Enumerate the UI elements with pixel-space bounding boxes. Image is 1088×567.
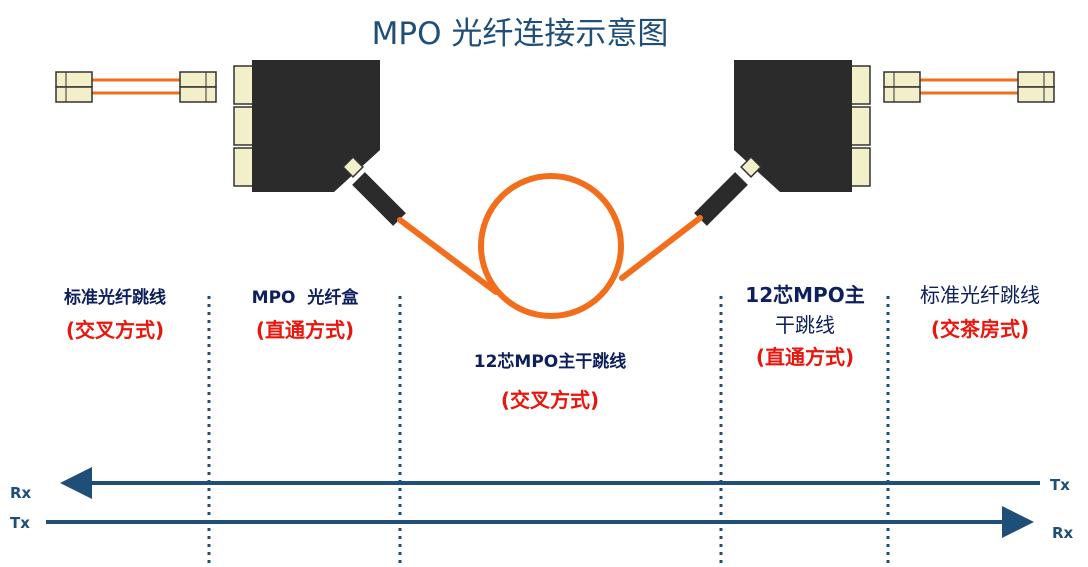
signal-label-top-right: Tx [1050,476,1070,494]
segment-5-label-group: 标准光纤跳线 (交茶房式) [900,283,1060,341]
left-patch-cord-icon [55,71,217,103]
segment-4-label-group: 12芯MPO主 干跳线 (直通方式) [730,283,880,369]
segment-5-mode: (交茶房式) [930,317,1030,341]
segment-4-mode: (直通方式) [755,345,855,369]
mpo-trunk-fiber-icon [397,173,703,319]
segment-1-label-group: 标准光纤跳线 (交叉方式) [40,288,190,342]
segment-1-label: 标准光纤跳线 [64,288,166,308]
segment-2-mode: (直通方式) [255,318,355,343]
right-patch-cord-icon [883,71,1055,103]
segment-2-label-group: MPO 光纤盒 (直通方式) [225,288,385,342]
segment-3-mode: (交叉方式) [500,388,600,413]
signal-label-bottom-right: Rx [1052,524,1074,542]
segment-4-label-line1: 12芯MPO主 [745,283,865,307]
left-mpo-cassette-icon [233,60,406,226]
right-mpo-cassette-icon [694,60,871,226]
signal-label-bottom-left: Tx [10,514,30,532]
segment-3-label: 12芯MPO主干跳线 [473,352,627,372]
segment-3-label-group: 12芯MPO主干跳线 (交叉方式) [440,352,660,412]
segment-2-label: MPO 光纤盒 [251,288,359,308]
page-title: MPO 光纤连接示意图 [371,16,669,52]
segment-1-mode: (交叉方式) [65,318,165,343]
segment-4-label-line2: 干跳线 [775,313,835,337]
segment-5-label: 标准光纤跳线 [920,283,1040,307]
signal-label-top-left: Rx [10,484,32,502]
